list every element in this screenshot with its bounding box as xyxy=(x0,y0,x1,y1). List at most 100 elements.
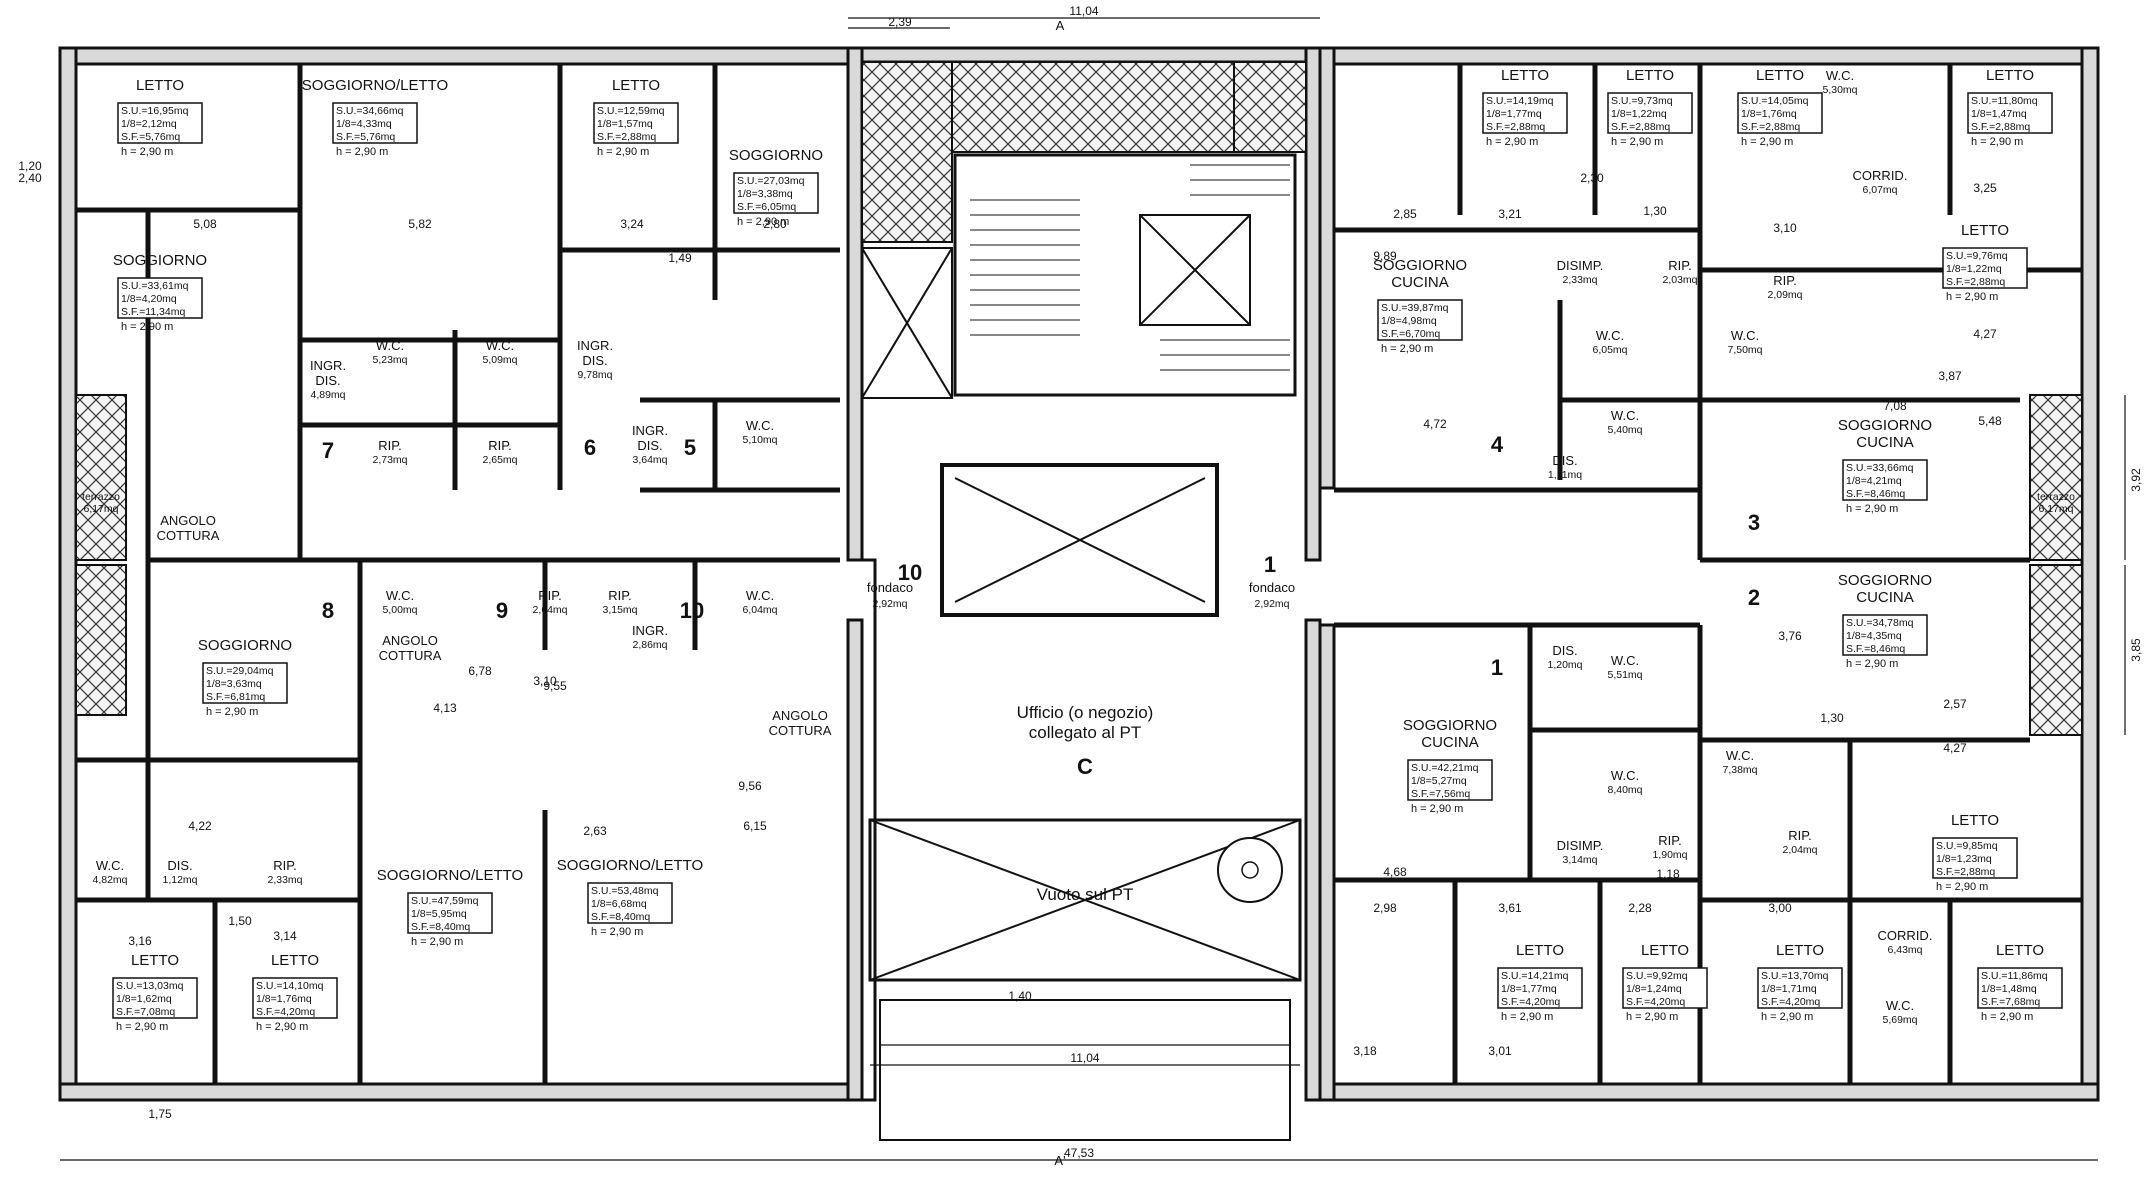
small-room-label: INGR.DIS.9,78mq xyxy=(577,338,613,381)
dimension-value: 2,80 xyxy=(763,217,787,231)
area-value: S.U.=9,92mq xyxy=(1626,970,1688,982)
area-value: S.U.=34,66mq xyxy=(336,105,404,117)
dimension-value: 2,30 xyxy=(1580,171,1604,185)
small-room-label: W.C.6,04mq xyxy=(742,588,777,616)
terraces xyxy=(75,61,2083,736)
dimension-value: 2,28 xyxy=(1628,901,1652,915)
room-label: LETTOS.U.=14,21mq1/8=1,77mqS.F.=4,20mqh … xyxy=(1497,942,1583,1023)
dimension-value: 3,10 xyxy=(1773,221,1797,235)
small-room-area: 1,90mq xyxy=(1652,849,1687,861)
small-room-label: W.C.7,50mq xyxy=(1727,328,1762,356)
small-room-area: 7,38mq xyxy=(1722,764,1757,776)
small-room-area: 2,33mq xyxy=(267,874,302,886)
small-room-name: ANGOLO xyxy=(772,708,828,723)
small-room-name: DIS. xyxy=(315,373,340,388)
small-room-area: 5,69mq xyxy=(1882,1014,1917,1026)
small-room-label: CORRID.6,07mq xyxy=(1853,168,1908,196)
room-name: SOGGIORNO xyxy=(1403,717,1497,734)
dimension-value: 1,18 xyxy=(1656,867,1680,881)
area-value: S.U.=14,05mq xyxy=(1741,95,1809,107)
area-box xyxy=(332,102,418,144)
dimension-value: 5,82 xyxy=(408,217,432,231)
dimension-value: 1,50 xyxy=(228,914,252,928)
height-value: h = 2,90 m xyxy=(116,1021,168,1033)
area-box xyxy=(1737,92,1823,134)
area-value: S.F.=6,70mq xyxy=(1381,328,1440,340)
small-room-area: 2,64mq xyxy=(532,604,567,616)
terrace-left-upper xyxy=(75,394,127,561)
small-room-name: RIP. xyxy=(1773,273,1797,288)
room-name: LETTO xyxy=(1756,67,1804,84)
fondaco-right: fondaco xyxy=(1249,580,1295,595)
area-box xyxy=(1607,92,1693,134)
small-room-label: RIP.3,15mq xyxy=(602,588,637,616)
dimension-value: 3,00 xyxy=(1768,901,1792,915)
area-box xyxy=(1482,92,1568,134)
area-value: S.F.=2,88mq xyxy=(1971,121,2030,133)
dimension-value: 5,08 xyxy=(193,217,217,231)
area-value: S.F.=6,05mq xyxy=(737,201,796,213)
small-room-label: W.C.5,23mq xyxy=(372,338,407,366)
area-value: 1/8=1,47mq xyxy=(1971,108,2027,120)
area-value: S.F.=8,40mq xyxy=(591,911,650,923)
room-name: SOGGIORNO xyxy=(113,252,207,269)
room-name: LETTO xyxy=(271,952,319,969)
area-value: S.F.=7,08mq xyxy=(116,1006,175,1018)
small-room-name: W.C. xyxy=(746,588,774,603)
room-label: LETTOS.U.=13,70mq1/8=1,71mqS.F.=4,20mqh … xyxy=(1757,942,1843,1023)
room-name: CUCINA xyxy=(1421,734,1479,751)
small-room-area: 6,43mq xyxy=(1887,944,1922,956)
area-value: S.F.=8,40mq xyxy=(411,921,470,933)
dimension-value: 3,76 xyxy=(1778,629,1802,643)
dimension-value: 3,61 xyxy=(1498,901,1522,915)
core-labels: Ufficio (o negozio) collegato al PT C Vu… xyxy=(82,491,2075,904)
area-value: 1/8=1,23mq xyxy=(1936,853,1992,865)
small-room-label: DIS.1,11mq xyxy=(1548,453,1582,481)
dimension-value: 1,30 xyxy=(1820,711,1844,725)
small-room-name: DISIMP. xyxy=(1557,258,1604,273)
small-room-name: DIS. xyxy=(1552,453,1577,468)
terrace-left-lower xyxy=(75,564,127,716)
room-name: CUCINA xyxy=(1856,589,1914,606)
small-room-area: 2,03mq xyxy=(1662,274,1697,286)
small-room-name: RIP. xyxy=(608,588,632,603)
area-value: S.U.=47,59mq xyxy=(411,895,479,907)
area-value: 1/8=1,48mq xyxy=(1981,983,2037,995)
area-value: 1/8=1,71mq xyxy=(1761,983,1817,995)
height-value: h = 2,90 m xyxy=(591,926,643,938)
height-value: h = 2,90 m xyxy=(1486,136,1538,148)
area-box xyxy=(117,102,203,144)
terrace-core-top xyxy=(951,61,1235,153)
dim-core-width-top: 11,04 xyxy=(1069,4,1098,18)
area-box xyxy=(407,892,493,934)
small-room-area: 1,20mq xyxy=(1547,659,1582,671)
small-room-area: 4,89mq xyxy=(310,389,345,401)
room-label: LETTOS.U.=14,10mq1/8=1,76mqS.F.=4,20mqh … xyxy=(252,952,338,1033)
area-value: 1/8=1,76mq xyxy=(256,993,312,1005)
area-box xyxy=(1977,967,2063,1009)
dimension-value: 3,16 xyxy=(128,934,152,948)
dimension-value: 3,14 xyxy=(273,929,297,943)
small-room-label: DIS.1,20mq xyxy=(1547,643,1582,671)
fondaco-right-area: 2,92mq xyxy=(1254,598,1289,610)
area-box xyxy=(587,882,673,924)
lift-shaft xyxy=(1139,214,1251,326)
room-label: SOGGIORNOCUCINAS.U.=39,87mq1/8=4,98mqS.F… xyxy=(1373,257,1467,355)
small-room-name: ANGOLO xyxy=(160,513,216,528)
dimension-lines: 47,53 11,04 A 2,39 11,04 A' 3,92 3,85 xyxy=(60,4,2143,1168)
area-value: S.U.=39,87mq xyxy=(1381,302,1449,314)
small-room-area: 2,65mq xyxy=(482,454,517,466)
room-label: LETTOS.U.=13,03mq1/8=1,62mqS.F.=7,08mqh … xyxy=(112,952,198,1033)
small-room-name: W.C. xyxy=(486,338,514,353)
height-value: h = 2,90 m xyxy=(336,146,388,158)
area-value: 1/8=1,76mq xyxy=(1741,108,1797,120)
area-value: S.F.=6,81mq xyxy=(206,691,265,703)
unit-number-1: 1 xyxy=(1264,552,1276,577)
small-room-label: W.C.5,40mq xyxy=(1607,408,1642,436)
room-name: LETTO xyxy=(612,77,660,94)
area-value: S.U.=29,04mq xyxy=(206,665,274,677)
room-name: LETTO xyxy=(1516,942,1564,959)
area-value: 1/8=6,68mq xyxy=(591,898,647,910)
